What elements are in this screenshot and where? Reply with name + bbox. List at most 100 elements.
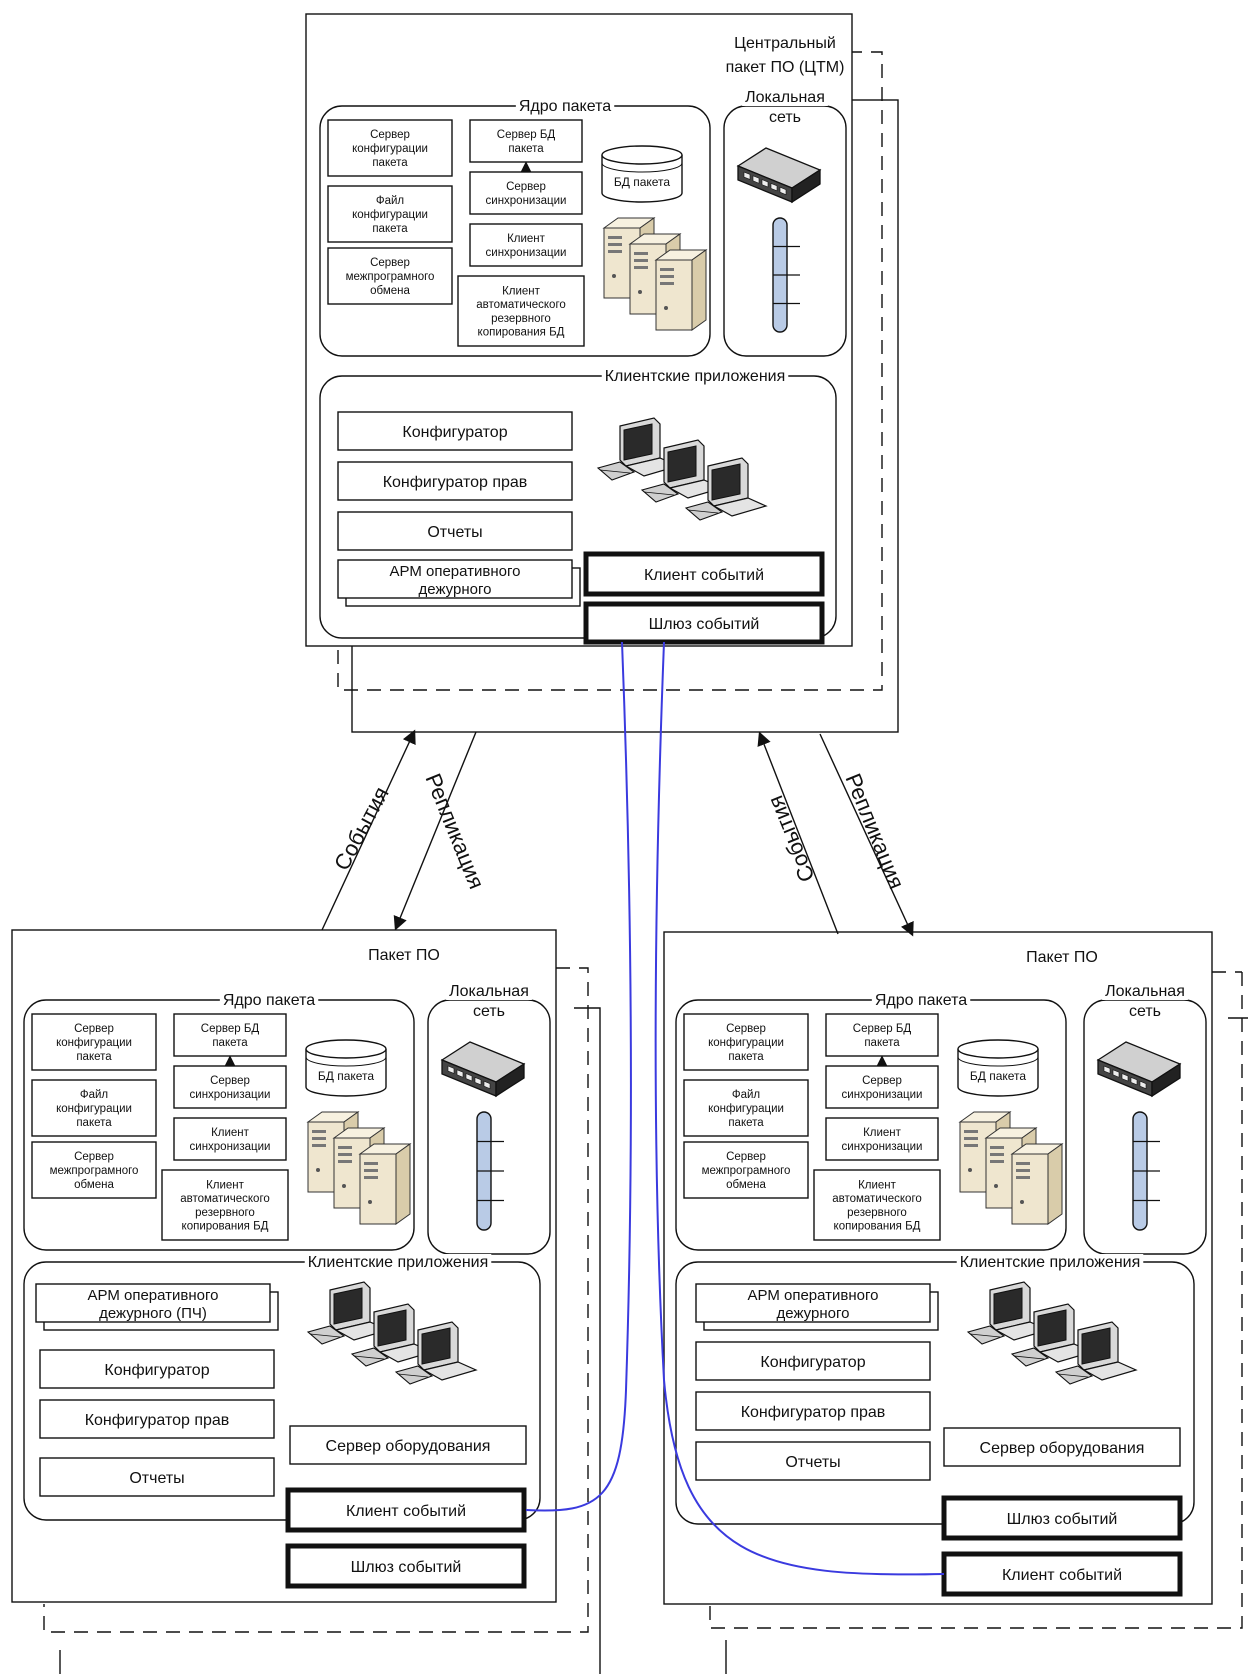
core-mid-text-line: синхронизации: [486, 195, 567, 207]
monitor-screen: [623, 423, 653, 461]
event-gateway-box: [941, 1495, 1183, 1541]
switch-port: [465, 1073, 473, 1082]
core-mid-text-line: резервного: [847, 1207, 907, 1219]
core-mid-text-line: Сервер: [862, 1075, 902, 1087]
core-mid-box: [469, 119, 583, 163]
database-icon: БД пакета: [305, 1039, 387, 1097]
core-mid-box: [825, 1013, 939, 1057]
right-title: Пакет ПО: [1026, 949, 1098, 966]
keyboard-row: [1013, 1355, 1045, 1360]
app-box-label: Отчеты: [129, 1470, 184, 1487]
app-box: [695, 1441, 931, 1481]
server-bay: [338, 1153, 352, 1156]
core-label: Ядро пакета: [519, 98, 611, 115]
db-ring: [957, 1056, 1039, 1067]
core-mid-box: [457, 275, 585, 347]
keyboard-row: [969, 1333, 1001, 1338]
keyboard: [1054, 1365, 1094, 1385]
lan-label: Локальная: [745, 89, 825, 106]
core-left-text-line: пакета: [76, 1117, 112, 1129]
arm-box-label1: АРМ оперативного: [88, 1287, 219, 1304]
clients-label-bg: [304, 1254, 492, 1271]
event-client-box: [583, 551, 825, 597]
db-label: БД пакета: [318, 1069, 375, 1083]
keyboard-row: [309, 1333, 341, 1338]
arm-box: [35, 1283, 271, 1323]
event-client-box: [285, 1487, 527, 1533]
keyboard-row: [643, 491, 675, 496]
left-replication-label: Репликация: [420, 770, 489, 893]
server-led: [968, 1168, 972, 1172]
workstations-icon: [596, 417, 768, 521]
server-led: [342, 1184, 346, 1188]
switch-port: [779, 186, 787, 196]
server-bay: [608, 250, 622, 253]
core-mid-text-line: Сервер БД: [497, 129, 556, 141]
db-body: [601, 155, 683, 203]
app-box: [39, 1457, 275, 1497]
central-title: Центральный: [734, 35, 836, 52]
app-box-label: Конфигуратор: [104, 1362, 209, 1379]
right-events-label: События: [762, 792, 819, 886]
switch-port: [1103, 1065, 1111, 1074]
arm-box: [337, 559, 573, 599]
core-left-text-line: Сервер: [74, 1023, 114, 1035]
event-gateway-box-label: Шлюз событий: [1007, 1511, 1118, 1528]
lan-label-bg: [1125, 1003, 1165, 1020]
server-led: [638, 290, 642, 294]
switch-port: [770, 182, 778, 192]
core-mid-text-line: синхронизации: [486, 247, 567, 259]
core-mid-text-line: автоматического: [476, 299, 566, 311]
servers-icon: [958, 1111, 1064, 1225]
arm-box-label2: дежурного: [419, 581, 492, 598]
core-label-bg: [515, 98, 615, 115]
monitor-screen: [711, 463, 741, 501]
core-mid-text-line: Клиент: [206, 1179, 245, 1191]
equipment-server-box: [289, 1425, 527, 1465]
keyboard: [306, 1325, 346, 1345]
app-box: [39, 1399, 275, 1439]
db-body: [957, 1049, 1039, 1097]
core-left-text-line: пакета: [372, 157, 408, 169]
core-mid-text-line: Сервер: [506, 181, 546, 193]
core-left-text-line: межпрограмного: [50, 1165, 139, 1177]
core-mid-text-line: копирования БД: [478, 327, 565, 339]
arm-box-label1: АРМ оперативного: [390, 563, 521, 580]
db-label: БД пакета: [970, 1069, 1027, 1083]
core-label: Ядро пакета: [223, 992, 315, 1009]
event-gateway-box: [583, 601, 825, 645]
network-switch-icon: [1096, 1041, 1182, 1098]
core-left-text-line: конфигурации: [708, 1037, 784, 1049]
monitor-screen: [333, 1287, 363, 1325]
keyboard-row: [397, 1373, 429, 1378]
server-bay: [990, 1160, 1004, 1163]
lan-label: сеть: [1129, 1003, 1161, 1020]
server-icon: [1010, 1143, 1064, 1225]
switch-port: [483, 1080, 491, 1090]
db-body: [305, 1049, 387, 1097]
desktop-case: [422, 1361, 478, 1381]
server-bay: [608, 236, 622, 239]
server-bay: [964, 1130, 978, 1133]
event-gateway-box-label: Шлюз событий: [649, 616, 760, 633]
central-title: пакет ПО (ЦТМ): [726, 59, 845, 76]
lan-section: Локальная сеть: [723, 89, 847, 357]
server-bay: [364, 1162, 378, 1165]
event-gateway-box-label: Шлюз событий: [351, 1559, 462, 1576]
core-left-text-line: межпрограмного: [702, 1165, 791, 1177]
network-bus-icon: [1132, 1111, 1160, 1231]
clients-label-bg: [956, 1254, 1144, 1271]
core-mid-text-line: Сервер БД: [853, 1023, 912, 1035]
server-bay: [660, 282, 674, 285]
core-mid-text-line: синхронизации: [842, 1141, 923, 1153]
core-left-text-line: конфигурации: [56, 1103, 132, 1115]
keyboard: [640, 483, 680, 503]
core-mid-text-line: Клиент: [211, 1127, 250, 1139]
core-left-text-line: пакета: [372, 223, 408, 235]
lan-label: сеть: [769, 109, 801, 126]
event-client-box-label: Клиент событий: [346, 1503, 466, 1520]
network-bus-icon: [476, 1111, 504, 1231]
core-left-box: [31, 1141, 157, 1199]
left-events-label: События: [329, 783, 394, 875]
